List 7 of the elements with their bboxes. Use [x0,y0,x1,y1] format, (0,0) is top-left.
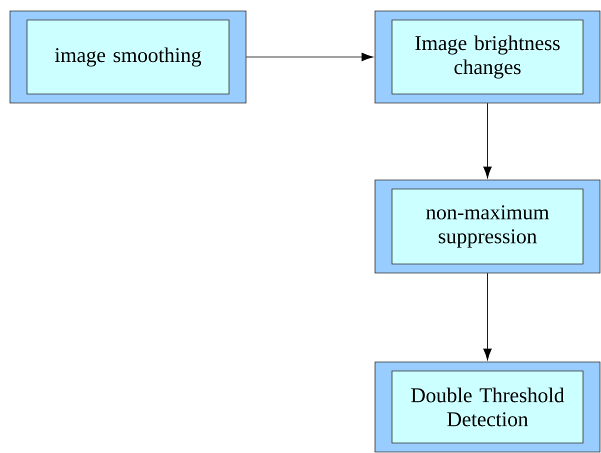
process-box: image smoothing [10,10,246,104]
arrow [483,273,492,360]
process-box: Double Threshold Detection [374,362,600,452]
arrow [246,52,374,62]
process-box: non-maximum suppression [374,180,600,274]
process-box: Image brightness changes [374,10,600,104]
arrow [483,103,492,178]
